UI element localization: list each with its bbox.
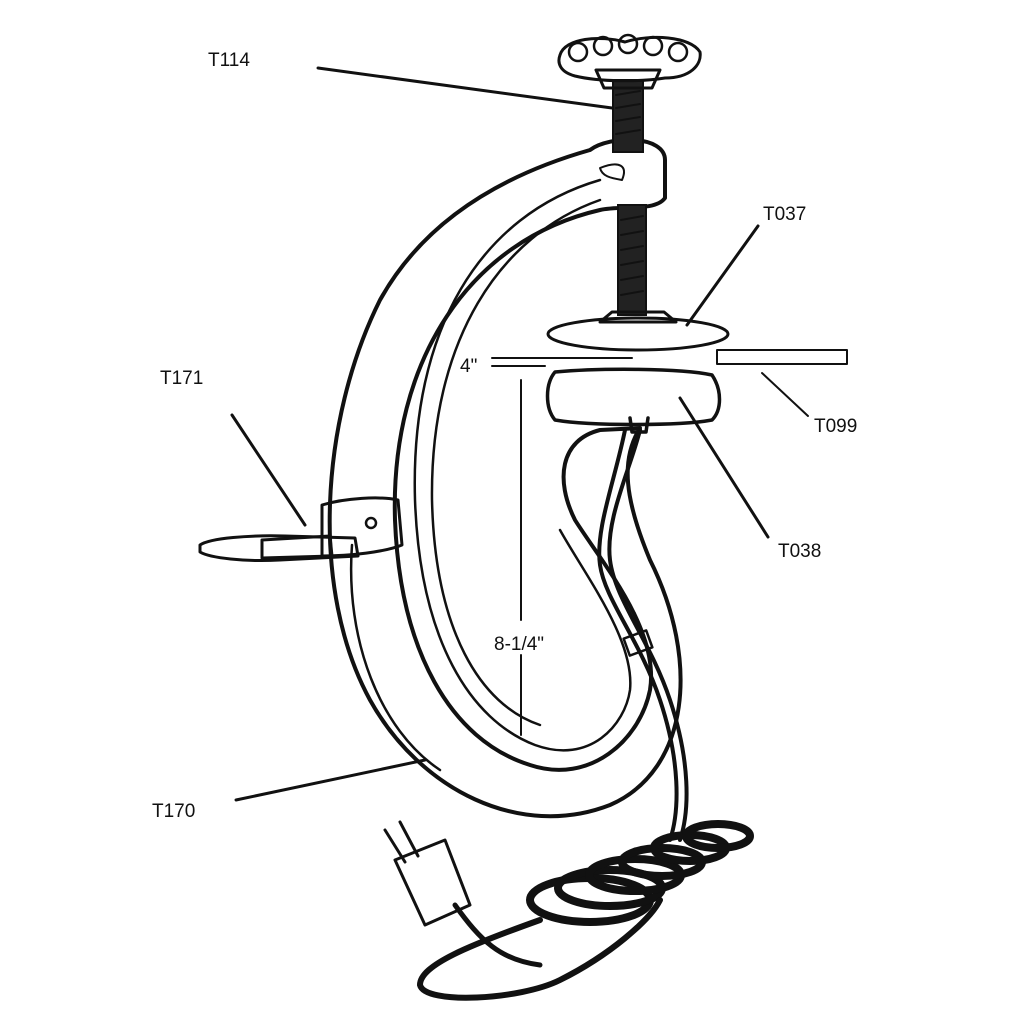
sample-bar — [716, 349, 848, 365]
label-t171: T171 — [160, 368, 203, 389]
power-cord — [597, 416, 689, 842]
handle-knob[interactable] — [557, 33, 702, 90]
c-frame — [327, 137, 683, 819]
dimension-lines — [491, 357, 633, 736]
label-t099: T099 — [814, 416, 857, 437]
label-t114: T114 — [208, 50, 250, 71]
coiled-cord — [417, 820, 754, 1001]
side-handle[interactable] — [198, 496, 404, 563]
plug — [383, 820, 472, 927]
dimension-opening-label: 4" — [460, 356, 477, 377]
upper-pressure-pad — [546, 310, 730, 352]
label-t037: T037 — [763, 204, 806, 225]
dimension-depth-label: 8-1/4" — [494, 634, 544, 655]
heated-lower-pad — [545, 367, 722, 427]
label-t038: T038 — [778, 541, 821, 562]
screw-rod — [612, 79, 647, 316]
leader-lines — [230, 66, 809, 802]
label-t170: T170 — [152, 801, 195, 822]
